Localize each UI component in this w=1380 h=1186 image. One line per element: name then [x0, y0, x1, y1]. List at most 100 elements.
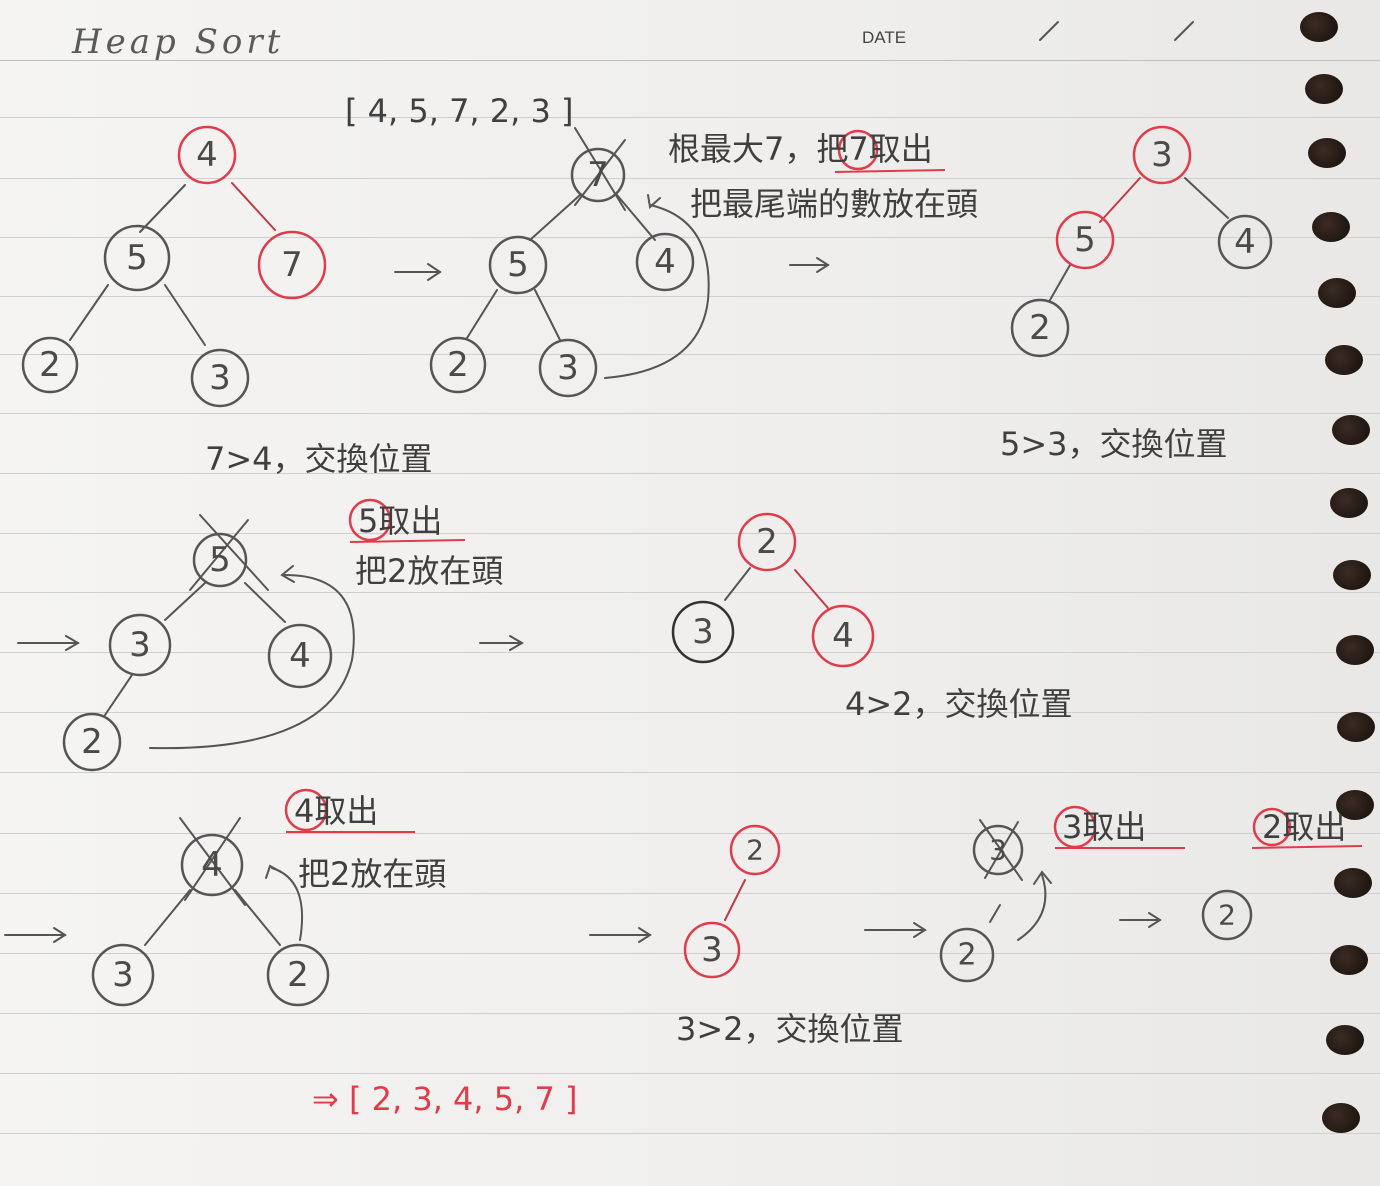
- node-circle: [1132, 125, 1192, 185]
- node-circle: [257, 230, 327, 300]
- node-label: 2: [756, 522, 778, 562]
- note-swap-4: 3>2，交換位置: [676, 1010, 904, 1048]
- node-label: 2: [447, 345, 469, 385]
- node-circle: [180, 833, 244, 897]
- tree-edge: [234, 889, 281, 946]
- highlight-circle: [837, 129, 879, 171]
- arrow-head: [53, 927, 67, 943]
- strike: [179, 817, 246, 906]
- tree-edge: [529, 194, 581, 241]
- arrow-head: [647, 194, 661, 209]
- date-slash: [1039, 21, 1059, 41]
- note-remove-5: 5取出: [358, 502, 442, 540]
- arrow-head: [1033, 870, 1052, 885]
- strike: [574, 127, 626, 211]
- ruled-line: [0, 178, 1380, 179]
- node-circle: [1217, 214, 1273, 270]
- node-circle: [62, 712, 122, 772]
- binder-hole: [1333, 560, 1371, 590]
- node-label: 4: [654, 242, 676, 282]
- note-root-max: 根最大7，把7取出: [668, 130, 933, 168]
- tree-edge: [794, 569, 829, 609]
- node-circle: [192, 532, 248, 588]
- node-label: 5: [126, 238, 148, 278]
- arrow-head: [913, 922, 927, 938]
- node-label: 4: [201, 845, 223, 885]
- node-label: 2: [746, 834, 764, 867]
- node-circle: [488, 235, 548, 295]
- binder-hole: [1322, 1103, 1360, 1133]
- binder-hole: [1325, 345, 1363, 375]
- ruled-line: [0, 354, 1380, 355]
- binder-hole: [1308, 138, 1346, 168]
- binder-hole: [1337, 712, 1375, 742]
- ruled-line: [0, 60, 1380, 61]
- underline: [349, 539, 466, 543]
- node-circle: [267, 623, 333, 689]
- tree-edge: [104, 674, 133, 716]
- arrow-head: [816, 257, 830, 273]
- binder-hole: [1318, 278, 1356, 308]
- binder-hole: [1330, 488, 1368, 518]
- node-label: 2: [287, 955, 309, 995]
- note-move-last: 把最尾端的數放在頭: [690, 185, 978, 223]
- arrow-head: [280, 565, 295, 583]
- node-label: 2: [81, 722, 103, 762]
- node-circle: [538, 338, 598, 398]
- tree-edge: [164, 284, 206, 346]
- node-circle: [635, 232, 695, 292]
- tree-edge: [1099, 177, 1141, 223]
- note-remove-3: 3取出: [1062, 808, 1146, 846]
- initial-array: [ 4, 5, 7, 2, 3 ]: [345, 92, 573, 130]
- ruled-line: [0, 953, 1380, 954]
- node-circle: [737, 512, 797, 572]
- note-remove-4: 4取出: [294, 792, 378, 830]
- node-label: 3: [692, 612, 714, 652]
- highlight-circle: [284, 788, 328, 832]
- node-circle: [108, 613, 172, 677]
- node-label: 3: [112, 955, 134, 995]
- ruled-line: [0, 296, 1380, 297]
- ruled-line: [0, 117, 1380, 118]
- arrow-head: [509, 635, 524, 651]
- node-circle: [671, 600, 735, 664]
- node-circle: [570, 147, 626, 203]
- arrow-head: [265, 864, 282, 879]
- tree-edge: [534, 289, 561, 341]
- node-label: 5: [507, 245, 529, 285]
- arrow-head: [638, 927, 652, 943]
- date-slash: [1174, 21, 1194, 41]
- binder-hole: [1334, 868, 1372, 898]
- binder-hole: [1312, 212, 1350, 242]
- node-label: 2: [1218, 899, 1236, 932]
- ruled-line: [0, 652, 1380, 653]
- binder-hole: [1330, 945, 1368, 975]
- node-label: 3: [209, 358, 231, 398]
- move-arrow: [149, 574, 355, 750]
- tree-edge: [139, 184, 186, 233]
- ruled-line: [0, 712, 1380, 713]
- node-circle: [811, 604, 875, 668]
- binder-hole: [1300, 12, 1338, 42]
- ruled-line: [0, 772, 1380, 773]
- node-circle: [190, 348, 250, 408]
- tree-edge: [989, 904, 1001, 923]
- tree-edge: [724, 567, 751, 601]
- node-circle: [103, 224, 171, 292]
- node-label: 3: [989, 834, 1007, 867]
- highlight-circle: [348, 498, 392, 542]
- note-remove-2: 2取出: [1262, 808, 1346, 846]
- binder-hole: [1336, 790, 1374, 820]
- node-circle: [683, 921, 741, 979]
- tree-edge: [466, 289, 498, 339]
- node-circle: [266, 943, 330, 1007]
- node-label: 3: [701, 930, 723, 970]
- node-label: 3: [129, 625, 151, 665]
- highlight-circle: [1252, 807, 1292, 847]
- date-label: DATE: [862, 28, 907, 47]
- node-label: 2: [1029, 308, 1051, 348]
- tree-edge: [164, 582, 206, 621]
- result-array: ⇒ [ 2, 3, 4, 5, 7 ]: [312, 1080, 577, 1118]
- tree-edge: [244, 582, 286, 623]
- node-circle: [729, 824, 781, 876]
